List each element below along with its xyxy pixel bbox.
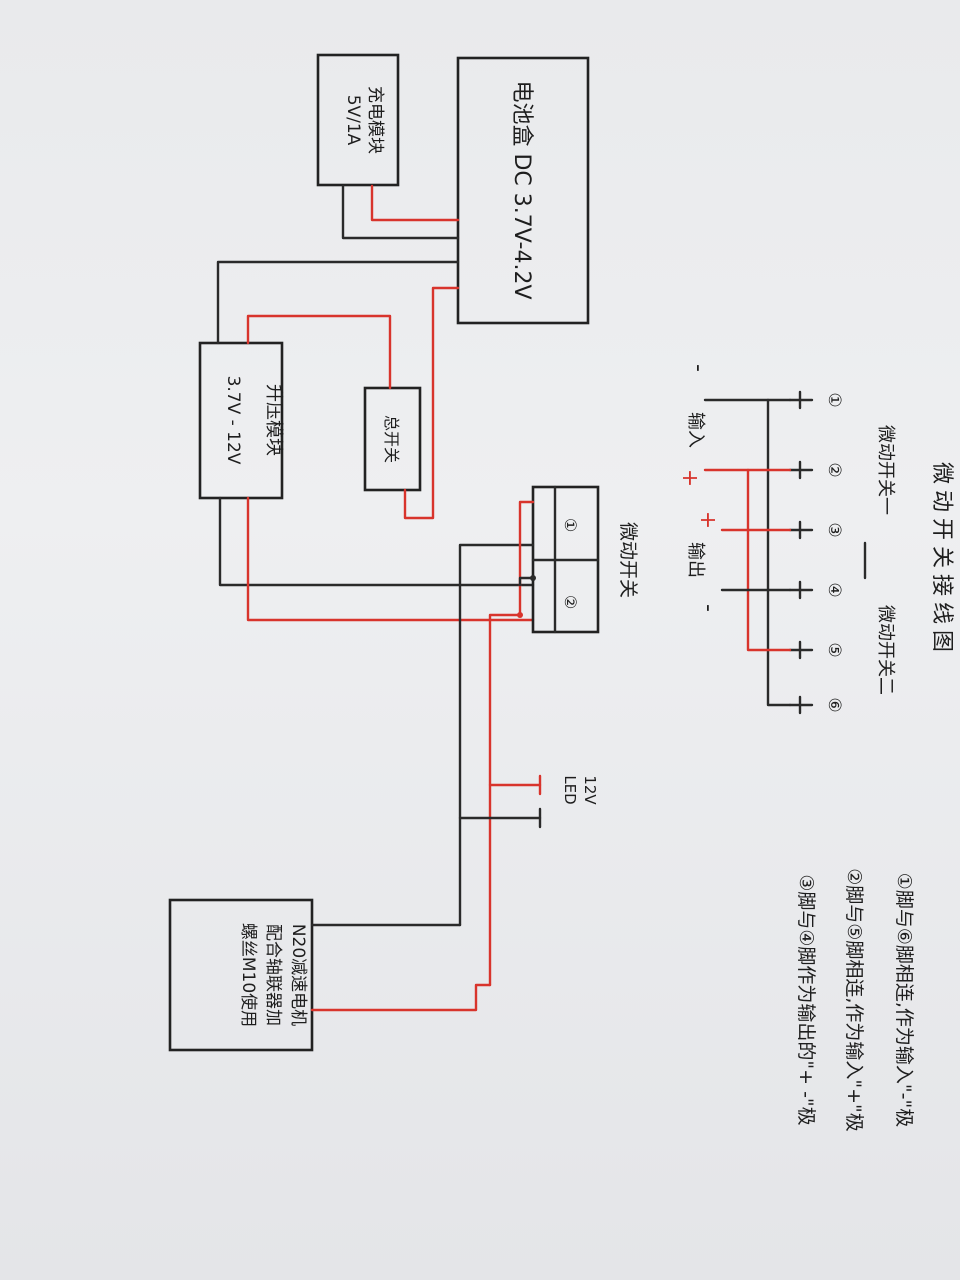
motor-line1: N20减速电机: [288, 924, 308, 1026]
micro-switch-pin1: ①: [561, 518, 580, 532]
led-voltage-label: 12V: [581, 775, 599, 805]
pin-number: ③: [824, 522, 844, 537]
wire-charge-negative: [341, 184, 460, 240]
junction-dot: [530, 575, 536, 581]
wire-switch-out-negative: [458, 543, 535, 927]
wire-switch-boost-positive: [246, 314, 392, 390]
charge-module-name: 充电模块: [365, 86, 385, 154]
pin-number: ④: [824, 582, 844, 597]
pin-number: ⑥: [824, 697, 844, 712]
motor-line3: 螺丝M10使用: [238, 923, 259, 1027]
pin-number: ①: [824, 392, 844, 407]
wire-boost-out-negative: [218, 496, 535, 587]
pin-stubs: [788, 390, 814, 715]
note-3: ③脚与④脚作为输出的"+ -"极: [795, 874, 817, 1125]
charge-module-box: [316, 53, 400, 187]
charge-module-spec: 5V/1A: [343, 95, 363, 146]
wire-battery-switch-positive: [403, 286, 460, 520]
wire-switch-cross-positive: [518, 500, 535, 617]
micro-switch-label: 微动开关: [617, 522, 639, 598]
pin-number: ②: [824, 462, 844, 477]
master-switch-label: 总开关: [382, 415, 401, 463]
motor-line2: 配合轴联器加: [263, 924, 283, 1026]
boost-module-spec: 3.7V - 12V: [223, 376, 243, 465]
wire-motor-positive: [310, 983, 492, 1012]
output-plus-mark: +: [695, 511, 720, 529]
battery-box-label: 电池盒 DC 3.7V-4.2V: [509, 80, 534, 299]
junction-dot: [517, 612, 523, 618]
motor-box: [168, 898, 314, 1052]
wire-switch-cross-negative: [518, 576, 535, 587]
input-label: 输入: [685, 412, 706, 448]
wire-pin2-pin5: [746, 468, 792, 652]
wire-pin1-pin6: [766, 398, 792, 707]
note-2: ②脚与⑤脚相连,作为输入"+"极: [843, 868, 865, 1132]
master-switch-box: [363, 386, 422, 492]
switch2-label: 微动开关二: [875, 605, 896, 695]
wire-charge-positive: [370, 184, 460, 222]
battery-box: [456, 56, 590, 325]
input-minus-mark: -: [686, 364, 711, 372]
input-plus-mark: +: [677, 469, 702, 487]
wire-switch-out-positive: [488, 613, 522, 987]
diagram-title: 微动开关接线图: [929, 462, 954, 658]
pin-number: ⑤: [824, 642, 844, 657]
boost-module-box: [198, 341, 284, 500]
wire-battery-boost-negative: [216, 260, 460, 345]
note-1: ①脚与⑥脚相连,作为输入"-"极: [893, 873, 915, 1127]
output-label: 输出: [685, 542, 706, 578]
boost-module-name: 升压模块: [263, 384, 284, 456]
switch1-label: 微动开关一: [875, 425, 896, 515]
output-minus-mark: -: [696, 604, 721, 612]
micro-switch-pin2: ②: [561, 595, 580, 609]
wire-boost-out-positive: [246, 496, 535, 622]
led-label: LED: [561, 775, 579, 804]
